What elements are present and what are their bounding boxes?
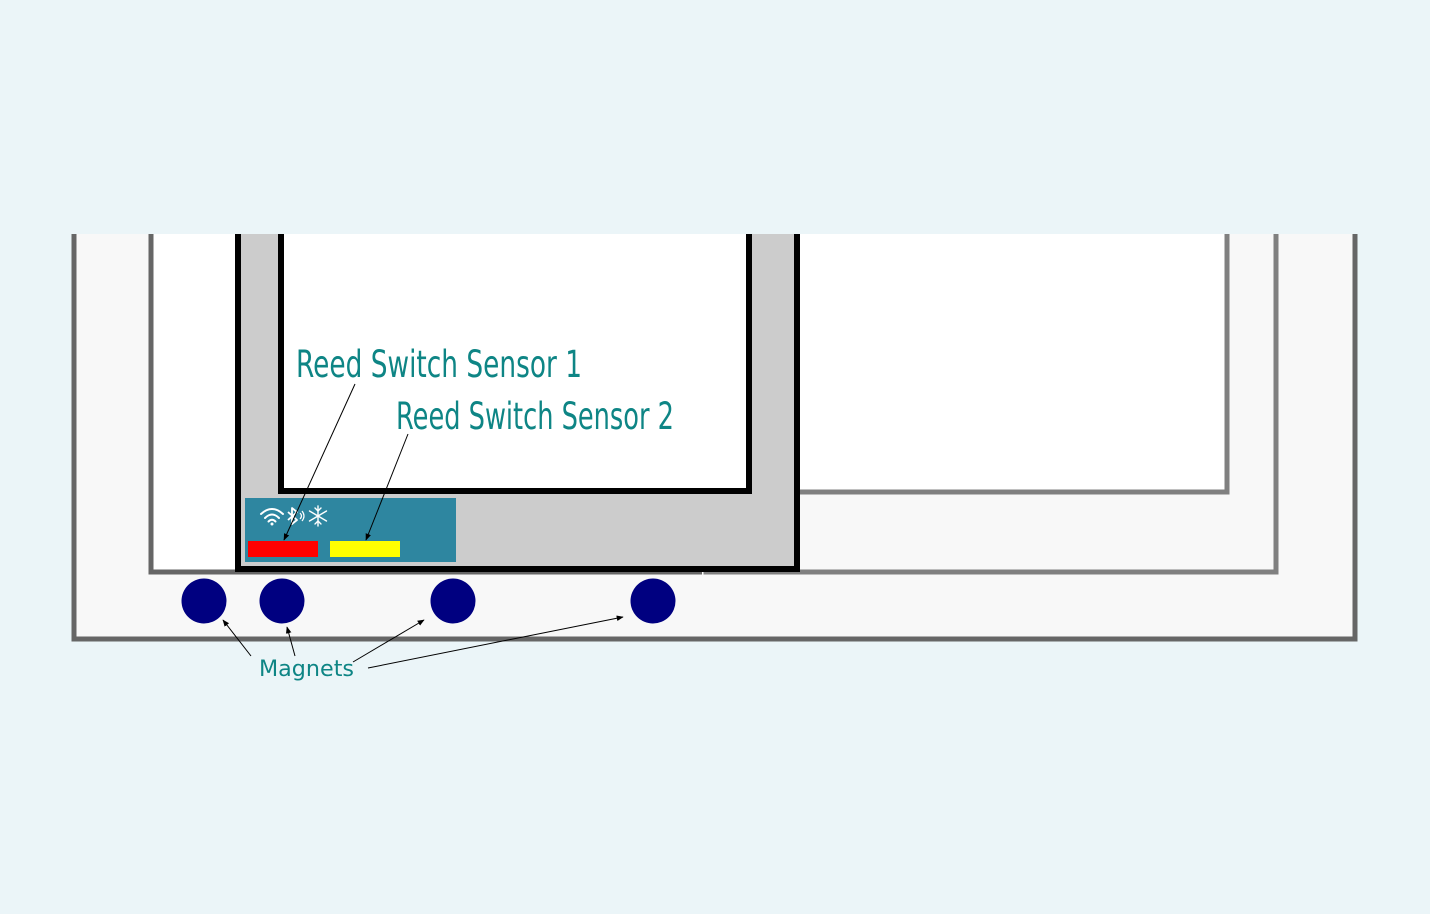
sensor-1-label: Reed Switch Sensor 1: [296, 343, 582, 386]
sensor-2-label: Reed Switch Sensor 2: [396, 395, 674, 438]
magnet-arrow: [352, 619, 425, 663]
snowflake-icon: [308, 505, 328, 527]
left-sash-outer-outline: [235, 234, 800, 572]
sensor-2-arrow: [365, 433, 409, 541]
magnet-arrow: [367, 615, 624, 669]
wifi-icon: [260, 508, 284, 526]
magnets-label: Magnets: [259, 657, 354, 682]
magnet-arrow: [222, 619, 252, 657]
magnet-arrow: [285, 626, 296, 657]
bluetooth-icon: [287, 507, 305, 525]
right-sash-glass: [752, 234, 1227, 492]
sensor-1-arrow: [283, 383, 356, 541]
magnet: [259, 578, 305, 624]
left-sash-inner-outline: [278, 234, 752, 494]
reed-switch-sensor-1: [248, 541, 318, 557]
magnet: [430, 578, 476, 624]
outer-frame-outline: [71, 234, 1358, 642]
reed-switch-sensor-2: [330, 541, 400, 557]
left-sash-glass: [284, 234, 746, 488]
callout-arrows: [222, 383, 624, 669]
magnet: [630, 578, 676, 624]
magnet: [181, 578, 227, 624]
